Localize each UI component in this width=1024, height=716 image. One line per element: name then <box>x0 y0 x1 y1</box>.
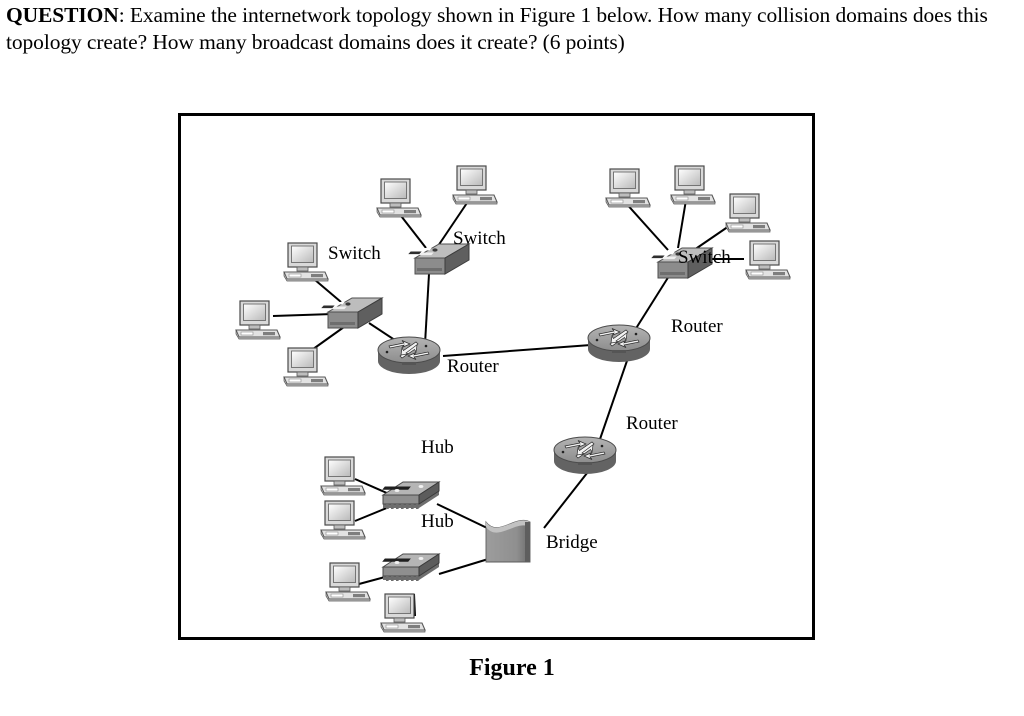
topology-labels: Switch Switch Switch Router Router Route… <box>328 228 731 553</box>
label-router-right: Router <box>671 316 723 337</box>
pc-icon <box>235 300 281 340</box>
link-router-bottom-to-bridge <box>543 467 592 529</box>
pc-icon <box>725 193 771 233</box>
router-icon <box>587 324 651 363</box>
bridge-icon <box>485 519 531 563</box>
link-pc-to-switch-right <box>693 223 733 251</box>
question-label: QUESTION <box>6 3 119 27</box>
figure-caption: Figure 1 <box>469 655 555 681</box>
label-hub-top: Hub <box>421 437 454 458</box>
link-router-right-to-router-bottom <box>598 354 630 443</box>
question-body: : Examine the internetwork topology show… <box>6 3 988 54</box>
link-pc-to-switch-right <box>677 199 687 249</box>
link-pc-to-switch-right <box>623 200 669 251</box>
pc-icon <box>670 165 716 205</box>
link-pc-to-switch-middle <box>397 211 427 249</box>
router-icon <box>377 336 441 375</box>
label-bridge: Bridge <box>546 532 598 553</box>
label-hub-bottom: Hub <box>421 511 454 532</box>
switch-icon <box>320 297 383 329</box>
label-router-bottom: Router <box>626 413 678 434</box>
label-switch-right: Switch <box>678 247 731 268</box>
pc-icon <box>745 240 791 280</box>
pc-icon <box>376 178 422 218</box>
pc-icon <box>605 168 651 208</box>
pc-icon <box>283 242 329 282</box>
link-pc-to-switch-middle <box>437 199 470 247</box>
link-switch-right-to-router <box>634 275 670 331</box>
link-switch-middle-to-router <box>424 273 430 345</box>
topology-diagram: Switch Switch Switch Router Router Route… <box>235 165 791 633</box>
pc-icon <box>452 165 498 205</box>
label-router-left: Router <box>447 356 499 377</box>
hub-icon <box>381 553 440 582</box>
pc-icon <box>283 347 329 387</box>
figure-frame: Switch Switch Switch Router Router Route… <box>178 113 815 640</box>
question-text: QUESTION: Examine the internetwork topol… <box>6 2 996 55</box>
pc-icon <box>320 456 366 496</box>
label-switch-middle: Switch <box>453 228 506 249</box>
topology-links <box>272 199 744 617</box>
link-pc-to-switch-left <box>272 313 334 317</box>
label-switch-left: Switch <box>328 243 381 264</box>
router-icon <box>553 436 617 475</box>
pc-icon <box>380 593 426 633</box>
hub-icon <box>381 481 440 510</box>
